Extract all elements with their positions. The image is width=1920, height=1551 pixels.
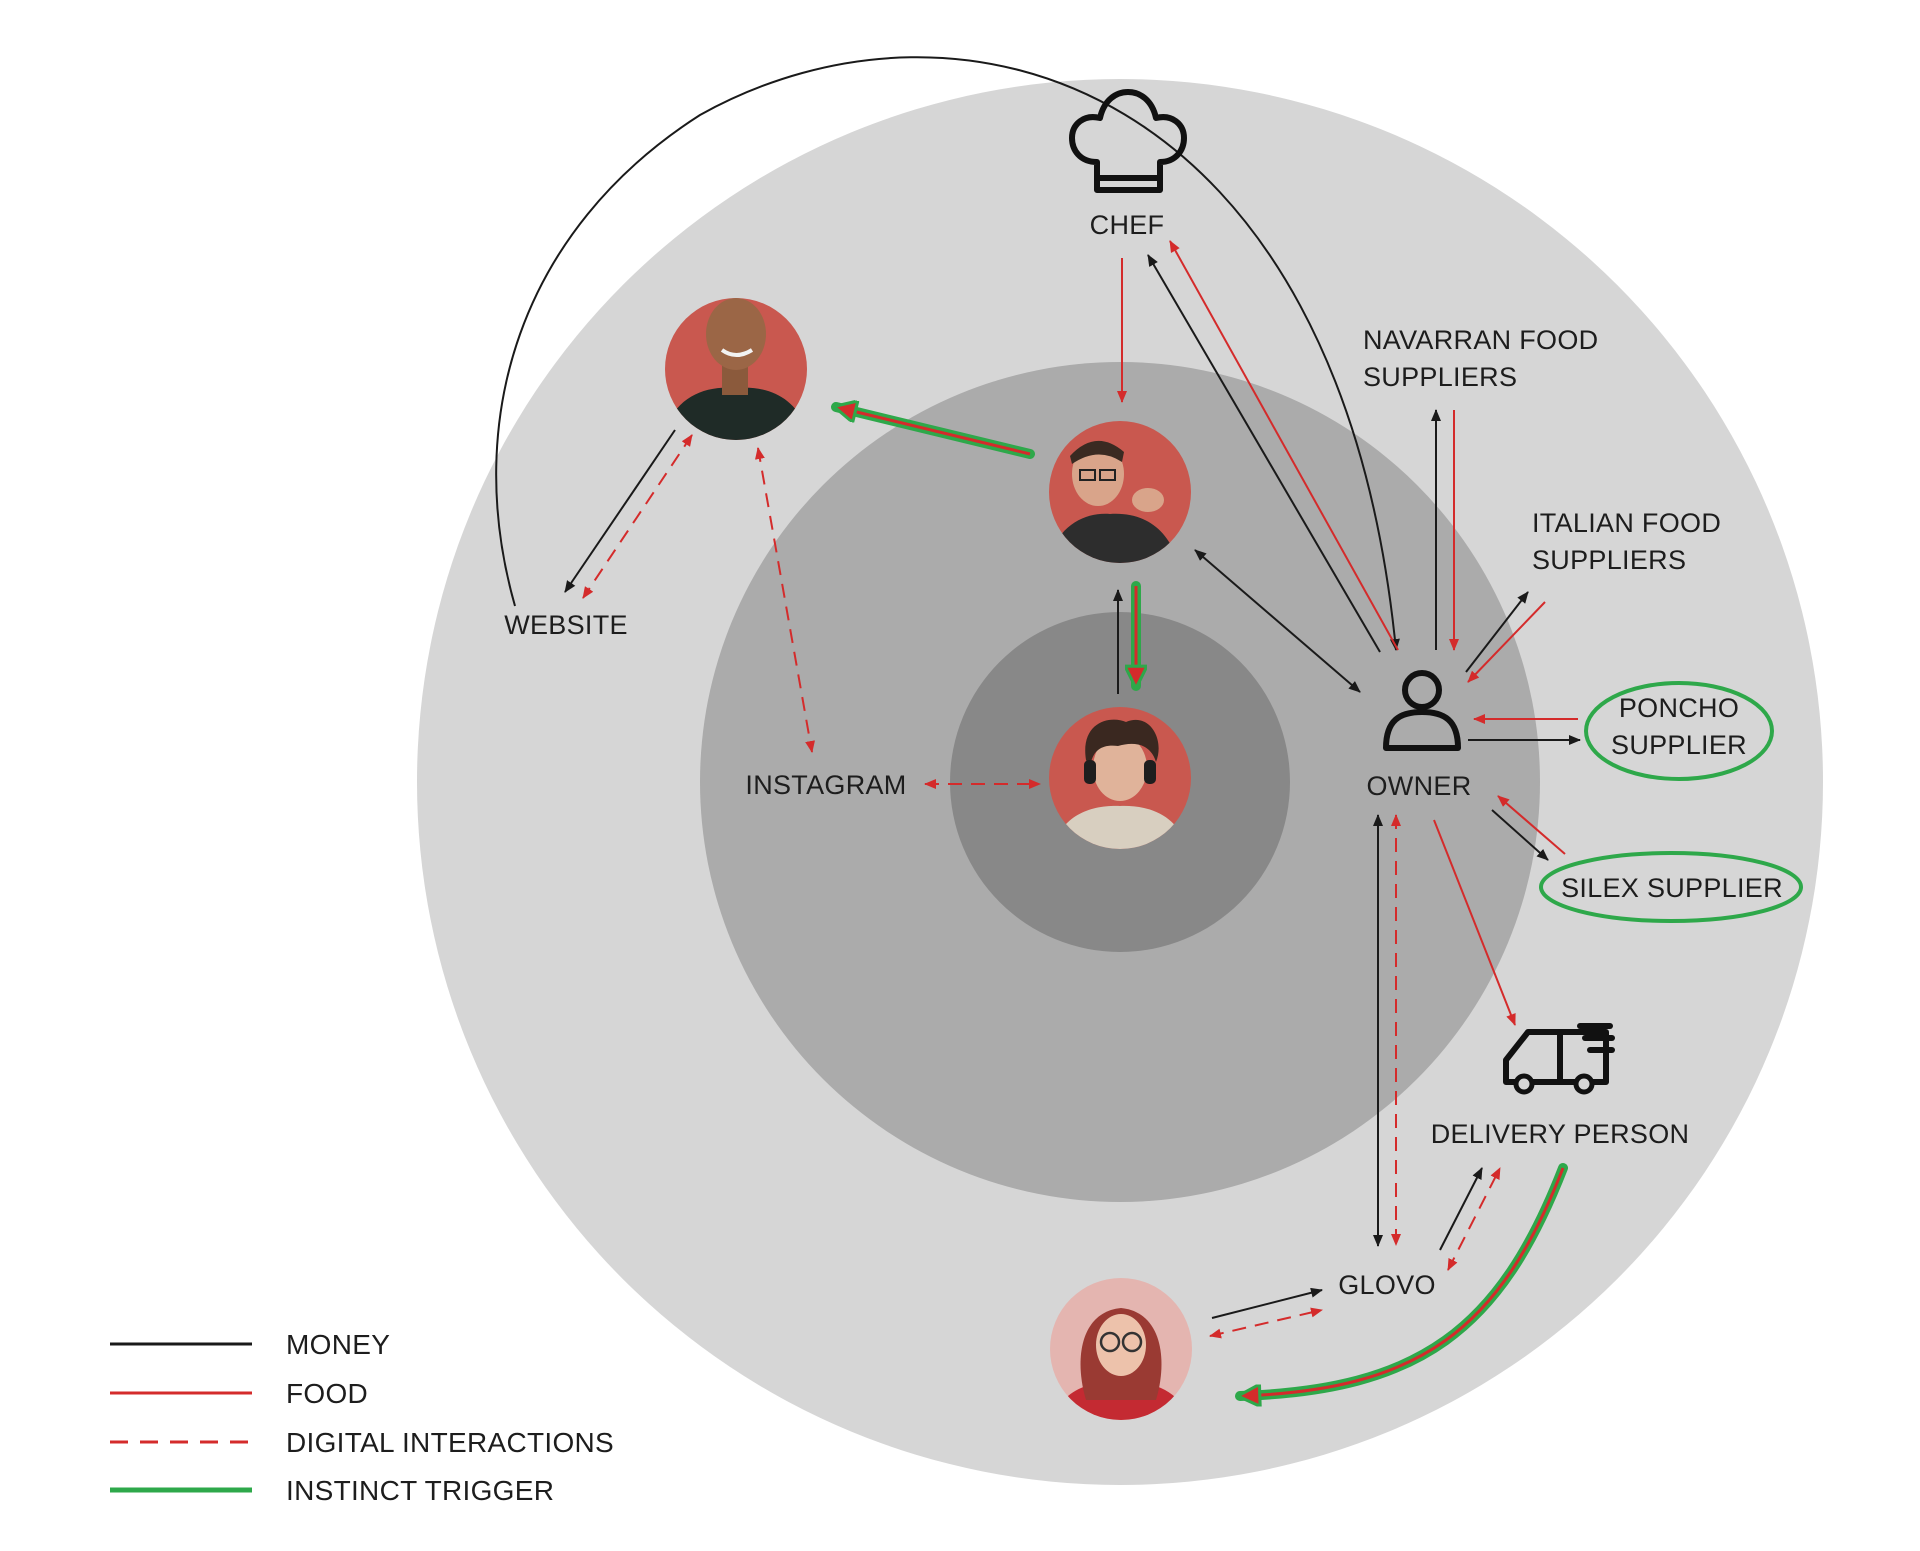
label-glovo: GLOVO — [1338, 1270, 1436, 1300]
digital-arrows — [582, 434, 1501, 1339]
legend-label-money: MONEY — [286, 1329, 390, 1360]
label-silex: SILEX SUPPLIER — [1561, 873, 1783, 903]
label-italian-1: ITALIAN FOOD — [1532, 508, 1721, 538]
label-navarran-1: NAVARRAN FOOD — [1363, 325, 1598, 355]
legend: MONEY FOOD DIGITAL INTERACTIONS INSTINCT… — [110, 1329, 614, 1506]
silex-supplier-outline — [1539, 851, 1803, 923]
legend-label-food: FOOD — [286, 1378, 368, 1409]
legend-label-instinct: INSTINCT TRIGGER — [286, 1475, 554, 1506]
website-owner-money-arc — [495, 56, 1400, 651]
label-navarran-2: SUPPLIERS — [1363, 362, 1517, 392]
owner-person-icon — [1383, 670, 1461, 751]
label-poncho-2: SUPPLIER — [1611, 730, 1747, 760]
label-poncho-1: PONCHO — [1619, 693, 1739, 723]
label-website: WEBSITE — [504, 610, 628, 640]
label-italian-2: SUPPLIERS — [1532, 545, 1686, 575]
chef-hat-icon — [1069, 89, 1187, 193]
label-owner: OWNER — [1367, 771, 1472, 801]
label-chef: CHEF — [1090, 210, 1165, 240]
food-arrows — [1117, 240, 1578, 1026]
poncho-supplier-outline — [1584, 681, 1774, 781]
label-delivery: DELIVERY PERSON — [1431, 1119, 1690, 1149]
delivery-van-icon — [1503, 1023, 1615, 1095]
instinct-arrows — [836, 407, 1568, 1396]
legend-label-digital: DIGITAL INTERACTIONS — [286, 1427, 614, 1458]
label-instagram: INSTAGRAM — [745, 770, 906, 800]
